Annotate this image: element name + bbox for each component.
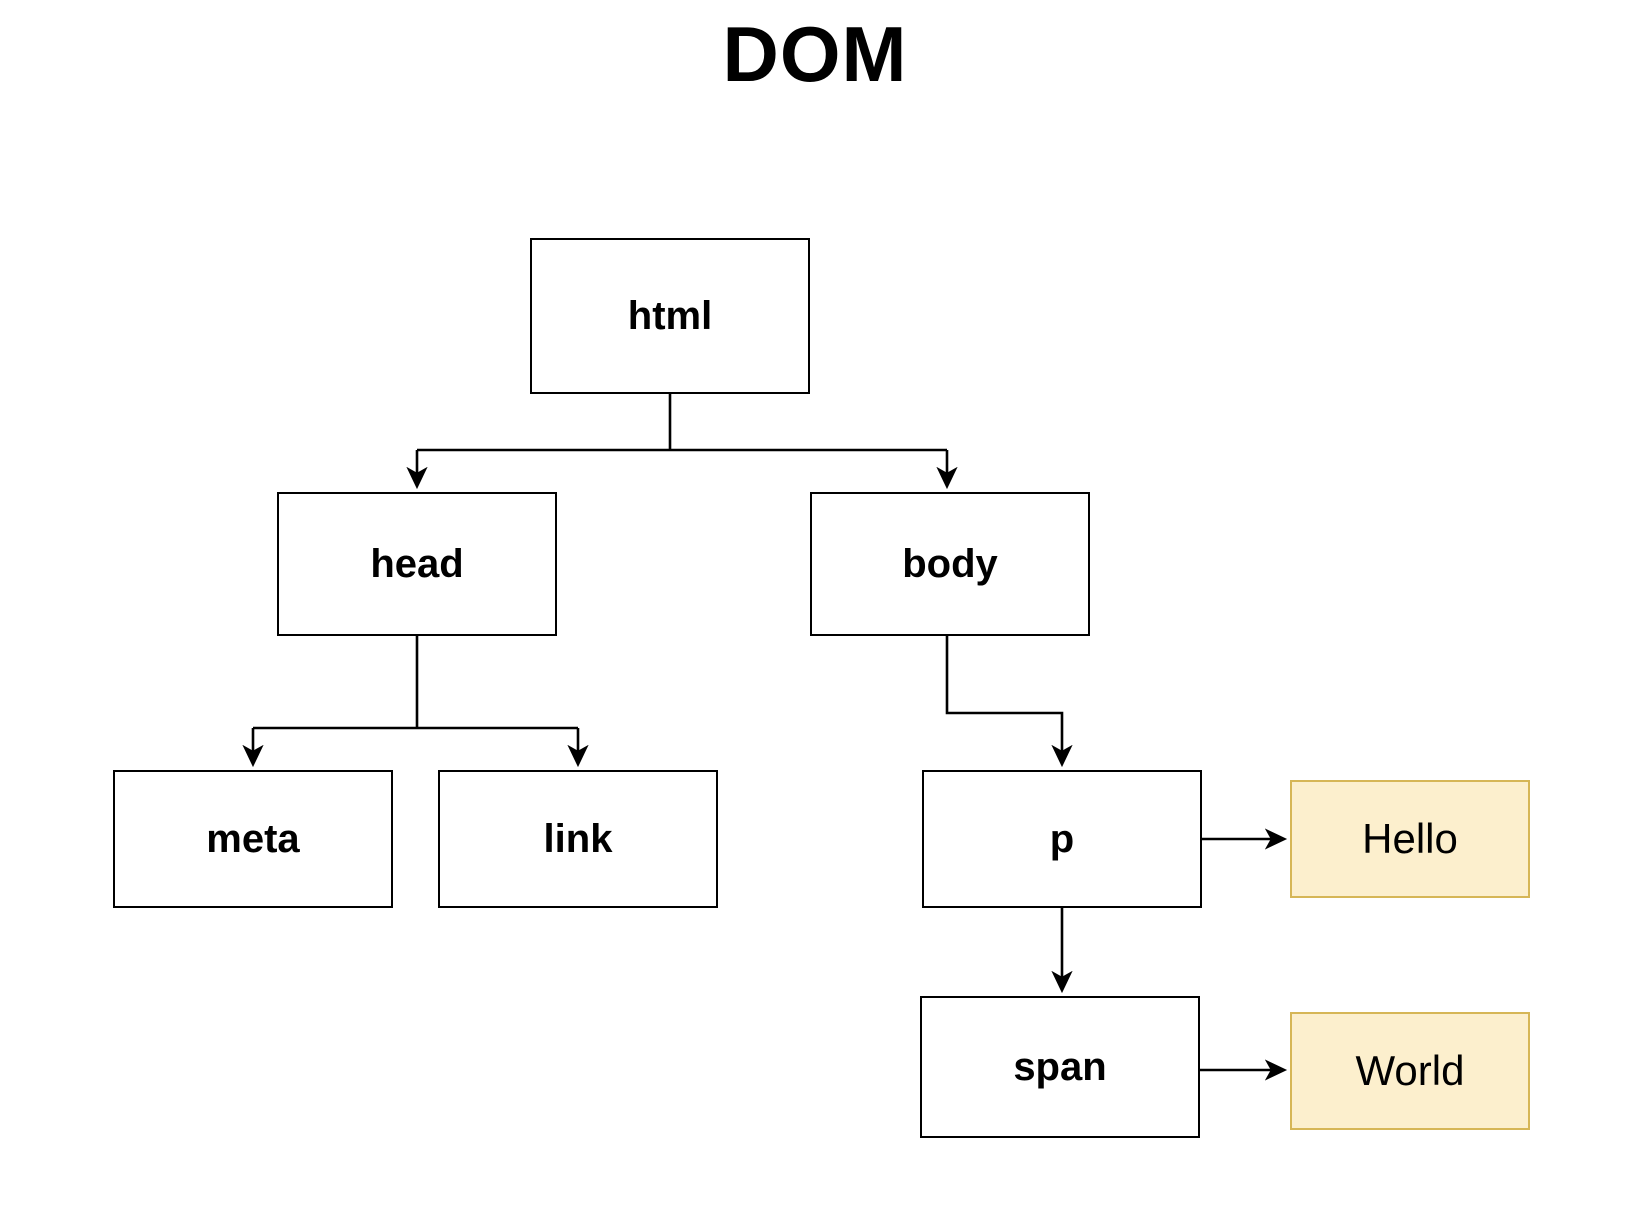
node-meta-label: meta: [206, 817, 300, 861]
node-world-text[interactable]: World: [1290, 1012, 1530, 1130]
node-span[interactable]: span: [920, 996, 1200, 1138]
node-body-label: body: [902, 542, 998, 586]
node-p[interactable]: p: [922, 770, 1202, 908]
node-link[interactable]: link: [438, 770, 718, 908]
node-body[interactable]: body: [810, 492, 1090, 636]
node-span-label: span: [1013, 1045, 1107, 1089]
node-html[interactable]: html: [530, 238, 810, 394]
node-link-label: link: [543, 817, 613, 861]
node-world-label: World: [1355, 1047, 1465, 1094]
edge-body-to-p: [945, 636, 1073, 768]
node-hello-text[interactable]: Hello: [1290, 780, 1530, 898]
node-meta[interactable]: meta: [113, 770, 393, 908]
node-p-label: p: [1049, 817, 1075, 861]
node-head[interactable]: head: [277, 492, 557, 636]
page-title: DOM: [722, 10, 908, 98]
node-head-label: head: [370, 542, 464, 586]
node-hello-label: Hello: [1362, 815, 1458, 862]
node-html-label: html: [627, 294, 713, 338]
